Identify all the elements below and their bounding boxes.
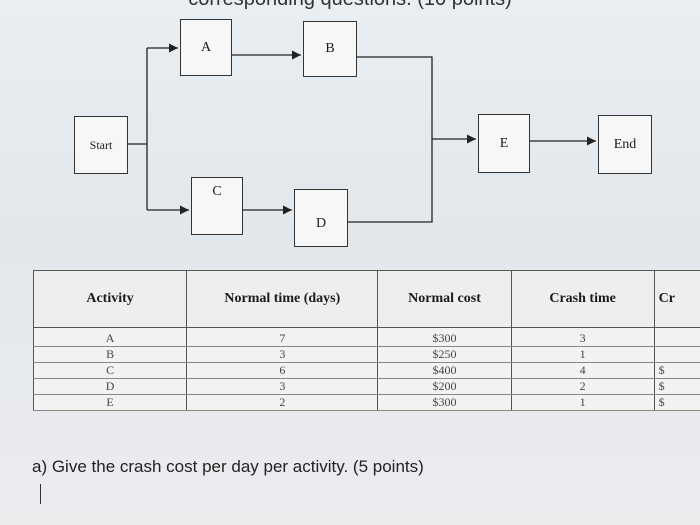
cell-normal-time: 2 — [186, 394, 379, 411]
cell-normal-time: 3 — [186, 346, 379, 363]
node-a: A — [180, 19, 232, 76]
cell-crash-cost: $ — [653, 362, 700, 379]
header-activity: Activity — [33, 270, 188, 328]
cell-activity: B — [33, 346, 188, 363]
cell-normal-cost: $400 — [377, 362, 512, 379]
cell-normal-cost: $300 — [377, 327, 512, 347]
edge-d-merge — [348, 139, 433, 223]
cell-crash-time: 3 — [510, 327, 655, 347]
node-start: Start — [74, 116, 128, 174]
page-heading: corresponding questions. (10 points) — [0, 0, 700, 11]
cell-crash-cost — [653, 346, 700, 363]
activity-table: Activity Normal time (days) Normal cost … — [33, 270, 700, 411]
cell-normal-cost: $250 — [377, 346, 512, 363]
node-b-label: B — [325, 41, 335, 56]
table-header-row: Activity Normal time (days) Normal cost … — [33, 270, 700, 328]
edge-b-merge — [357, 56, 433, 139]
header-crash-cost: Cr — [653, 270, 700, 328]
cell-normal-time: 3 — [186, 378, 379, 395]
cell-activity: C — [33, 362, 188, 379]
node-e-label: E — [499, 135, 509, 151]
cell-activity: E — [33, 394, 188, 411]
header-normal-cost: Normal cost — [377, 270, 512, 328]
cell-crash-time: 2 — [510, 378, 655, 395]
cell-normal-time: 6 — [186, 362, 379, 379]
cell-normal-time: 7 — [186, 327, 379, 347]
cell-crash-time: 4 — [510, 362, 655, 379]
cell-crash-cost: $ — [653, 394, 700, 411]
node-d-label: D — [315, 216, 327, 231]
header-normal-time: Normal time (days) — [186, 270, 379, 328]
node-b: B — [303, 21, 357, 77]
cell-activity: D — [33, 378, 188, 395]
node-d: D — [294, 189, 348, 247]
cell-crash-cost: $ — [653, 378, 700, 395]
node-c: C — [191, 177, 243, 235]
question-text: a) Give the crash cost per day per activ… — [32, 457, 424, 476]
cell-normal-cost: $300 — [377, 394, 512, 411]
node-end: End — [598, 115, 652, 174]
text-cursor[interactable] — [40, 484, 41, 504]
node-end-label: End — [613, 136, 637, 152]
table-row: A 7 $300 3 — [33, 327, 700, 347]
cell-activity: A — [33, 327, 188, 347]
node-a-label: A — [200, 39, 212, 55]
node-start-label: Start — [89, 137, 113, 152]
activity-table-container: Activity Normal time (days) Normal cost … — [33, 270, 700, 411]
table-row: C 6 $400 4 $ — [33, 362, 700, 379]
node-c-label: C — [212, 184, 222, 199]
network-diagram-edges — [128, 43, 596, 223]
cell-crash-time: 1 — [510, 394, 655, 411]
node-e: E — [478, 114, 530, 173]
table-row: B 3 $250 1 — [33, 346, 700, 363]
cell-crash-cost — [653, 327, 700, 347]
table-row: E 2 $300 1 $ — [33, 394, 700, 411]
header-crash-time: Crash time — [510, 270, 655, 328]
cell-normal-cost: $200 — [377, 378, 512, 395]
table-row: D 3 $200 2 $ — [33, 378, 700, 395]
cell-crash-time: 1 — [510, 346, 655, 363]
